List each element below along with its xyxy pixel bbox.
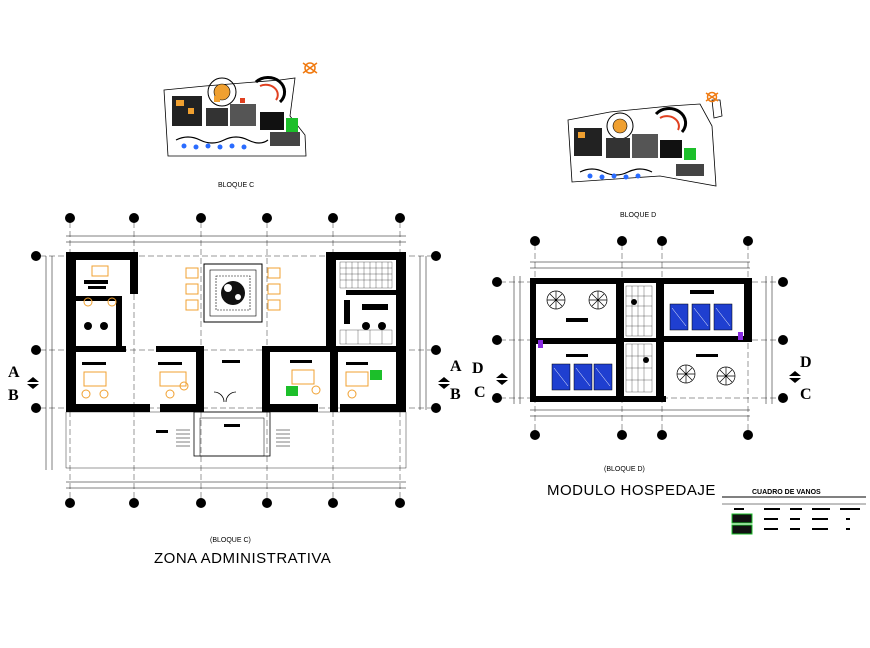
section-label-c-right: C — [800, 386, 812, 403]
section-label-d-left: D — [472, 360, 484, 377]
section-label-b-right: B — [450, 386, 461, 403]
site-plan-right-caption: BLOQUE D — [620, 212, 657, 219]
north-arrow-icon — [302, 62, 318, 74]
plan-left-subtitle: (BLOQUE C) — [210, 537, 251, 544]
section-label-c-left: C — [474, 384, 486, 401]
section-label-a-right: A — [450, 358, 462, 375]
north-arrow-icon — [705, 91, 719, 103]
section-marker-dc-right — [789, 371, 801, 383]
section-label-d-right: D — [800, 354, 812, 371]
section-label-b-left: B — [8, 387, 19, 404]
site-plan-left — [163, 76, 307, 157]
plan-right-subtitle: (BLOQUE D) — [604, 466, 645, 473]
floor-plan-bloque-c — [31, 213, 441, 508]
site-plan-right — [567, 99, 723, 187]
section-marker-ab-left — [27, 377, 39, 389]
floor-plan-bloque-d — [492, 236, 788, 440]
site-plan-left-caption: BLOQUE C — [218, 182, 255, 189]
section-marker-dc-left — [496, 373, 508, 385]
plan-right-title: MODULO HOSPEDAJE — [547, 482, 716, 499]
section-label-a-left: A — [8, 364, 20, 381]
plan-left-title: ZONA ADMINISTRATIVA — [154, 550, 332, 567]
door-window-schedule — [722, 496, 866, 535]
section-marker-ab-right — [438, 377, 450, 389]
schedule-title: CUADRO DE VANOS — [752, 489, 821, 496]
